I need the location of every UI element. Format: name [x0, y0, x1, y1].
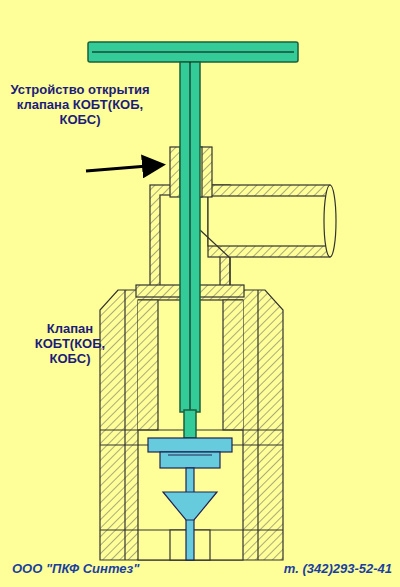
valve-label: Клапан КОБТ(КОБ, КОБС) — [14, 322, 126, 367]
device-label: Устройство открытия клапана КОБТ(КОБ, КО… — [10, 83, 150, 128]
leader-arrow — [86, 165, 160, 171]
phone-number: т. (342)293-52-41 — [236, 562, 392, 577]
tee-body — [136, 185, 336, 297]
valve-disc — [148, 438, 232, 560]
company-name: ООО "ПКФ Синтез" — [12, 562, 182, 577]
